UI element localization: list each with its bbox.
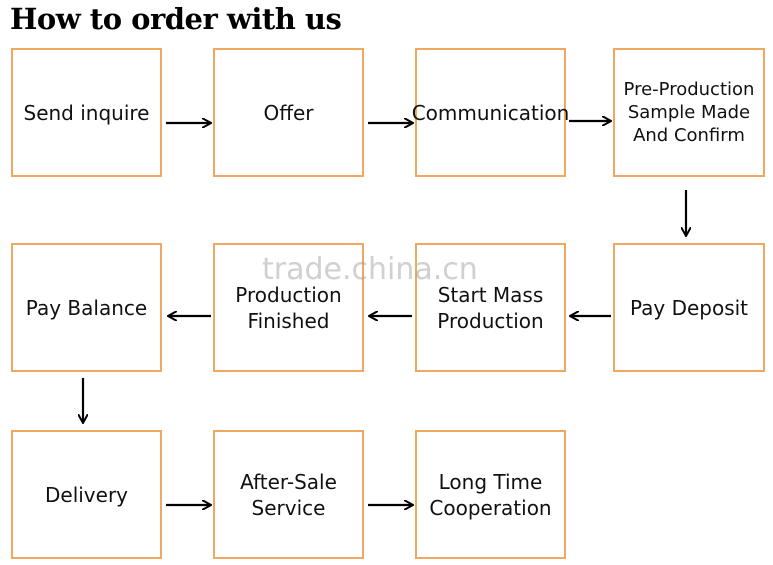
diagram-title: How to order with us [10, 2, 342, 36]
step-label: Long Time Cooperation [429, 469, 552, 520]
step-label: Communication [411, 100, 570, 125]
step-pay-deposit: Pay Deposit [613, 243, 765, 372]
step-label: Pre-Production Sample Made And Confirm [623, 78, 755, 147]
step-pay-balance: Pay Balance [11, 243, 162, 372]
step-production-finished: Production Finished [213, 243, 364, 372]
step-offer: Offer [213, 48, 364, 177]
step-label: Delivery [44, 482, 129, 507]
step-label: Pay Balance [25, 295, 148, 320]
step-label: Start Mass Production [437, 282, 544, 333]
step-long-time-cooperation: Long Time Cooperation [415, 430, 566, 559]
step-after-sale-service: After-Sale Service [213, 430, 364, 559]
step-label: Production Finished [235, 282, 342, 333]
step-delivery: Delivery [11, 430, 162, 559]
step-send-inquire: Send inquire [11, 48, 162, 177]
step-label: Offer [263, 100, 314, 125]
step-label: Pay Deposit [629, 295, 749, 320]
step-label: Send inquire [23, 100, 150, 125]
step-communication: Communication [412, 48, 569, 177]
step-pre-production-sample: Pre-Production Sample Made And Confirm [613, 48, 765, 177]
step-label: After-Sale Service [240, 469, 337, 520]
step-start-mass-production: Start Mass Production [415, 243, 566, 372]
